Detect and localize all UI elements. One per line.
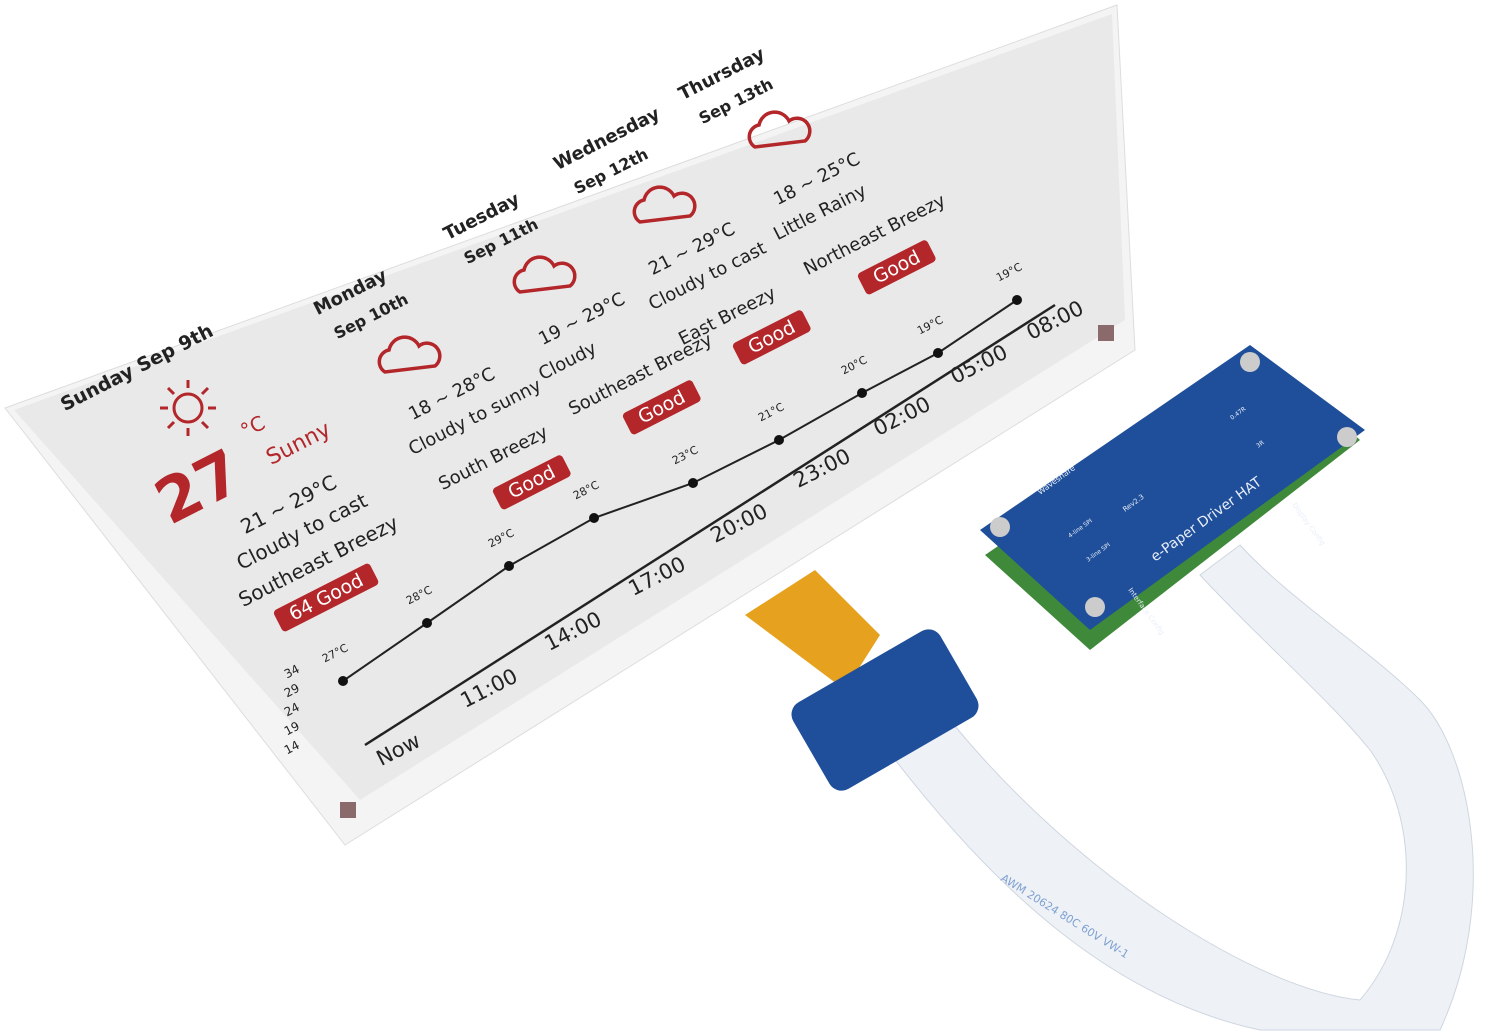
fpc-flex-cable <box>745 570 880 690</box>
partly-cloudy-icon <box>377 335 442 374</box>
temperature-point <box>1012 295 1022 305</box>
panel-corner-pad <box>340 802 356 818</box>
panel-corner-pad <box>1098 325 1114 341</box>
ribbon-cable <box>879 544 1474 1031</box>
res-a-label: 3R <box>1255 439 1266 449</box>
screw-icon <box>990 517 1010 537</box>
temperature-point <box>933 348 943 358</box>
hourly-temperature-chart <box>338 295 1056 747</box>
partly-cloudy-icon <box>512 255 577 294</box>
time-axis <box>364 303 1056 747</box>
display-config-label: Display Config <box>1290 501 1326 547</box>
epaper-driver-hat <box>980 345 1365 630</box>
adapter-board <box>791 629 979 791</box>
temperature-point <box>857 388 867 398</box>
temperature-point <box>688 478 698 488</box>
temperature-point <box>589 513 599 523</box>
rain-cloud-icon <box>747 110 812 149</box>
screw-icon <box>1085 597 1105 617</box>
partly-cloudy-icon <box>632 185 697 224</box>
temperature-point <box>774 435 784 445</box>
temperature-point <box>338 676 348 686</box>
sun-icon <box>160 380 216 436</box>
screw-icon <box>1240 352 1260 372</box>
screw-icon <box>1337 427 1357 447</box>
temperature-point <box>504 561 514 571</box>
temperature-point <box>422 618 432 628</box>
